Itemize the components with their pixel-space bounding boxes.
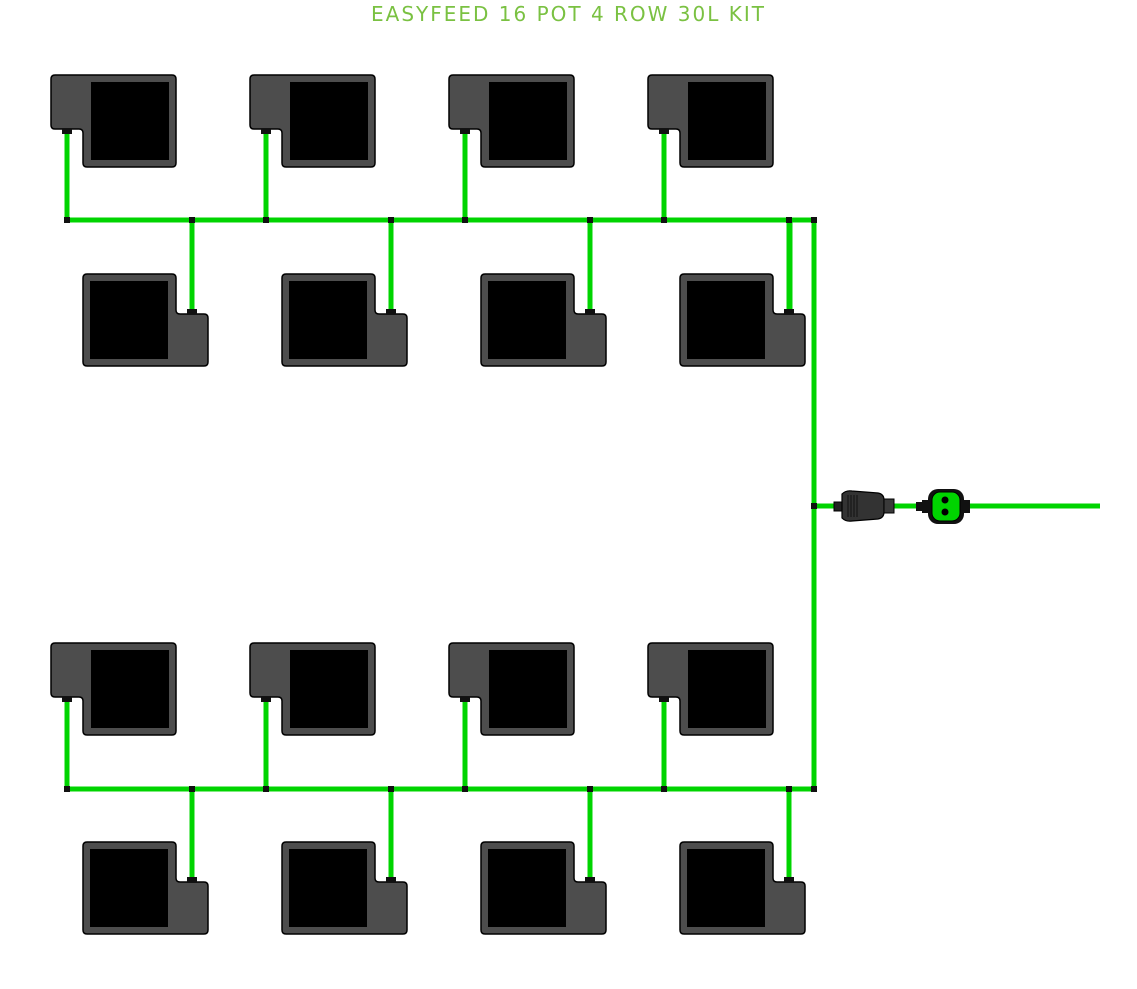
coupler-nut [883, 498, 895, 514]
pot-outlet-icon [585, 309, 595, 314]
pot-reservoir [90, 849, 168, 927]
elbow-connector-icon [263, 217, 269, 223]
pot-icon [647, 74, 774, 168]
coupler-stub [916, 502, 922, 511]
pot-grid [50, 74, 806, 935]
pot-outlet-icon [187, 309, 197, 314]
pot-icon [448, 642, 575, 736]
pot-outlet-icon [261, 129, 271, 134]
flow-valve-icon [922, 489, 970, 524]
elbow-connector-icon [462, 217, 468, 223]
pot-outlet-icon [784, 309, 794, 314]
pot-reservoir [91, 650, 169, 728]
pot-icon [82, 841, 209, 935]
pot-reservoir [687, 849, 765, 927]
elbow-connector-icon [786, 217, 792, 223]
pot-reservoir [90, 281, 168, 359]
elbow-connector-icon [661, 217, 667, 223]
pot-reservoir [290, 650, 368, 728]
elbow-connector-icon [388, 217, 394, 223]
elbow-connector-icon [388, 786, 394, 792]
pot-reservoir [289, 281, 367, 359]
pot-reservoir [290, 82, 368, 160]
pot-icon [448, 74, 575, 168]
pot-icon [50, 74, 177, 168]
pot-icon [647, 642, 774, 736]
tap-connector-icon [833, 490, 922, 522]
pot-outlet-icon [261, 697, 271, 702]
pot-outlet-icon [784, 877, 794, 882]
valve-nut-left [922, 500, 930, 513]
pot-icon [281, 273, 408, 367]
pot-outlet-icon [187, 877, 197, 882]
pot-outlet-icon [460, 697, 470, 702]
tee-connector-icon [811, 503, 817, 509]
pot-icon [480, 273, 607, 367]
valve-nut-right [962, 500, 970, 513]
elbow-connector-icon [462, 786, 468, 792]
elbow-connector-icon [587, 786, 593, 792]
tubing-network [64, 133, 1100, 879]
elbow-connector-icon [189, 217, 195, 223]
elbow-connector-icon [64, 217, 70, 223]
elbow-connector-icon [189, 786, 195, 792]
pot-reservoir [289, 849, 367, 927]
pot-outlet-icon [62, 697, 72, 702]
pot-outlet-icon [460, 129, 470, 134]
pot-outlet-icon [659, 697, 669, 702]
valve-hole [941, 508, 949, 516]
elbow-connector-icon [786, 786, 792, 792]
pot-reservoir [91, 82, 169, 160]
pot-icon [249, 642, 376, 736]
pot-icon [50, 642, 177, 736]
pot-icon [679, 841, 806, 935]
pot-outlet-icon [62, 129, 72, 134]
pot-outlet-icon [659, 129, 669, 134]
elbow-connector-icon [263, 786, 269, 792]
inlet-fittings [833, 489, 970, 524]
pot-icon [249, 74, 376, 168]
tee-connector-icon [811, 786, 817, 792]
pot-reservoir [488, 849, 566, 927]
pot-reservoir [688, 82, 766, 160]
pot-reservoir [488, 281, 566, 359]
page-title: EASYFEED 16 POT 4 ROW 30L KIT [371, 2, 766, 26]
pot-icon [679, 273, 806, 367]
pot-icon [281, 841, 408, 935]
tee-connector-icon [811, 217, 817, 223]
pot-outlet-icon [386, 309, 396, 314]
elbow-connector-icon [64, 786, 70, 792]
pot-outlet-icon [386, 877, 396, 882]
elbow-connector-icon [587, 217, 593, 223]
valve-hole [941, 496, 949, 504]
pot-reservoir [489, 82, 567, 160]
elbow-connector-icon [661, 786, 667, 792]
pot-reservoir [489, 650, 567, 728]
pot-outlet-icon [585, 877, 595, 882]
pot-icon [82, 273, 209, 367]
pot-reservoir [687, 281, 765, 359]
pot-icon [480, 841, 607, 935]
pot-reservoir [688, 650, 766, 728]
valve-body [931, 491, 961, 522]
